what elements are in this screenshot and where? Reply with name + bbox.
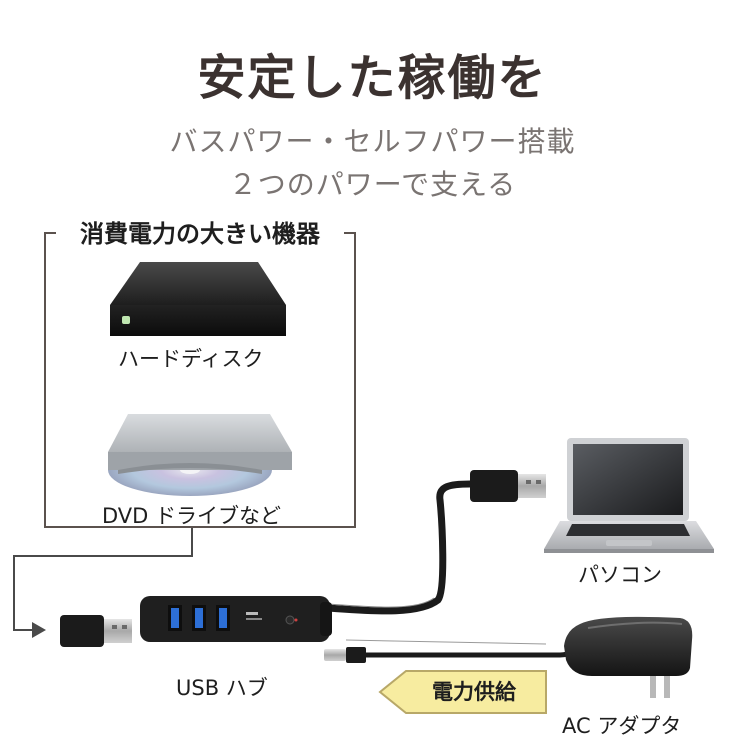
power-supply-arrow <box>378 670 547 714</box>
hard-disk-icon <box>110 262 286 336</box>
usb-port-2 <box>192 605 206 631</box>
ac-adapter-icon <box>564 616 693 698</box>
adapter-cable <box>346 647 581 658</box>
dvd-drive-icon <box>108 414 292 496</box>
dvd-drive-label: DVD ドライブなど <box>102 504 282 528</box>
device-group-title: 消費電力の大きい機器 <box>56 214 344 249</box>
usb-hub-label: USB ハブ <box>176 676 268 700</box>
hub-to-pc-cable <box>327 480 471 615</box>
device-to-hub-line <box>13 528 193 631</box>
headline-subtitle-1: バスパワー・セルフパワー搭載 <box>169 125 576 158</box>
headline-subtitle-2: ２つのパワーで支える <box>228 168 517 201</box>
usb-hub-icon <box>140 596 332 642</box>
power-supply-label: 電力供給 <box>432 680 516 704</box>
frame-corner-right <box>344 232 356 234</box>
hard-disk-label: ハードディスク <box>118 347 264 371</box>
usb-plug-pc <box>470 470 546 502</box>
pc-label: パソコン <box>578 563 662 587</box>
laptop-icon <box>544 438 714 553</box>
frame-corner-left <box>44 232 56 234</box>
usb-port-3 <box>216 605 230 631</box>
headline-title: 安定した稼働を <box>197 50 548 106</box>
usb-port-1 <box>168 605 182 631</box>
usb-plug-hub <box>60 615 132 647</box>
ac-adapter-label: AC アダプタ <box>562 714 682 738</box>
device-group-frame <box>44 232 356 528</box>
